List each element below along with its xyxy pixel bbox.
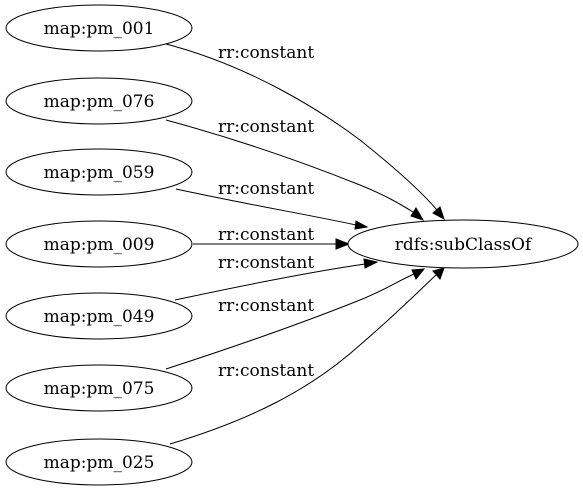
edge-label: rr:constant [218,179,314,199]
node-pm-049: map:pm_049 [5,292,193,340]
edge-pm-001: rr:constant [165,43,445,221]
edge-label: rr:constant [218,361,314,381]
edge-label: rr:constant [218,225,314,245]
node-label: map:pm_059 [44,163,155,183]
node-label: map:pm_075 [44,379,155,399]
edge-label: rr:constant [218,43,314,63]
node-label: map:pm_076 [44,92,155,112]
edge-label: rr:constant [218,296,314,316]
node-pm-025: map:pm_025 [5,438,193,486]
edge-pm-025: rr:constant [169,267,445,445]
node-label: map:pm_001 [44,19,155,39]
node-pm-076: map:pm_076 [5,77,193,125]
node-pm-001: map:pm_001 [5,4,193,52]
node-label: map:pm_049 [44,307,155,327]
edge-pm-049: rr:constant [174,253,379,301]
node-pm-075: map:pm_075 [5,364,193,412]
node-pm-009: map:pm_009 [5,220,193,268]
edge-pm-009: rr:constant [193,225,351,250]
edge-label: rr:constant [218,253,314,273]
edge-pm-075: rr:constant [165,268,426,370]
edge-label: rr:constant [218,117,314,137]
edge-pm-059: rr:constant [175,179,369,230]
node-rdfs-subclassof: rdfs:subClassOf [347,219,579,269]
edge-pm-076: rr:constant [165,117,425,221]
node-label: rdfs:subClassOf [395,235,533,255]
node-label: map:pm_009 [44,235,155,255]
node-label: map:pm_025 [44,453,155,473]
node-pm-059: map:pm_059 [5,148,193,196]
